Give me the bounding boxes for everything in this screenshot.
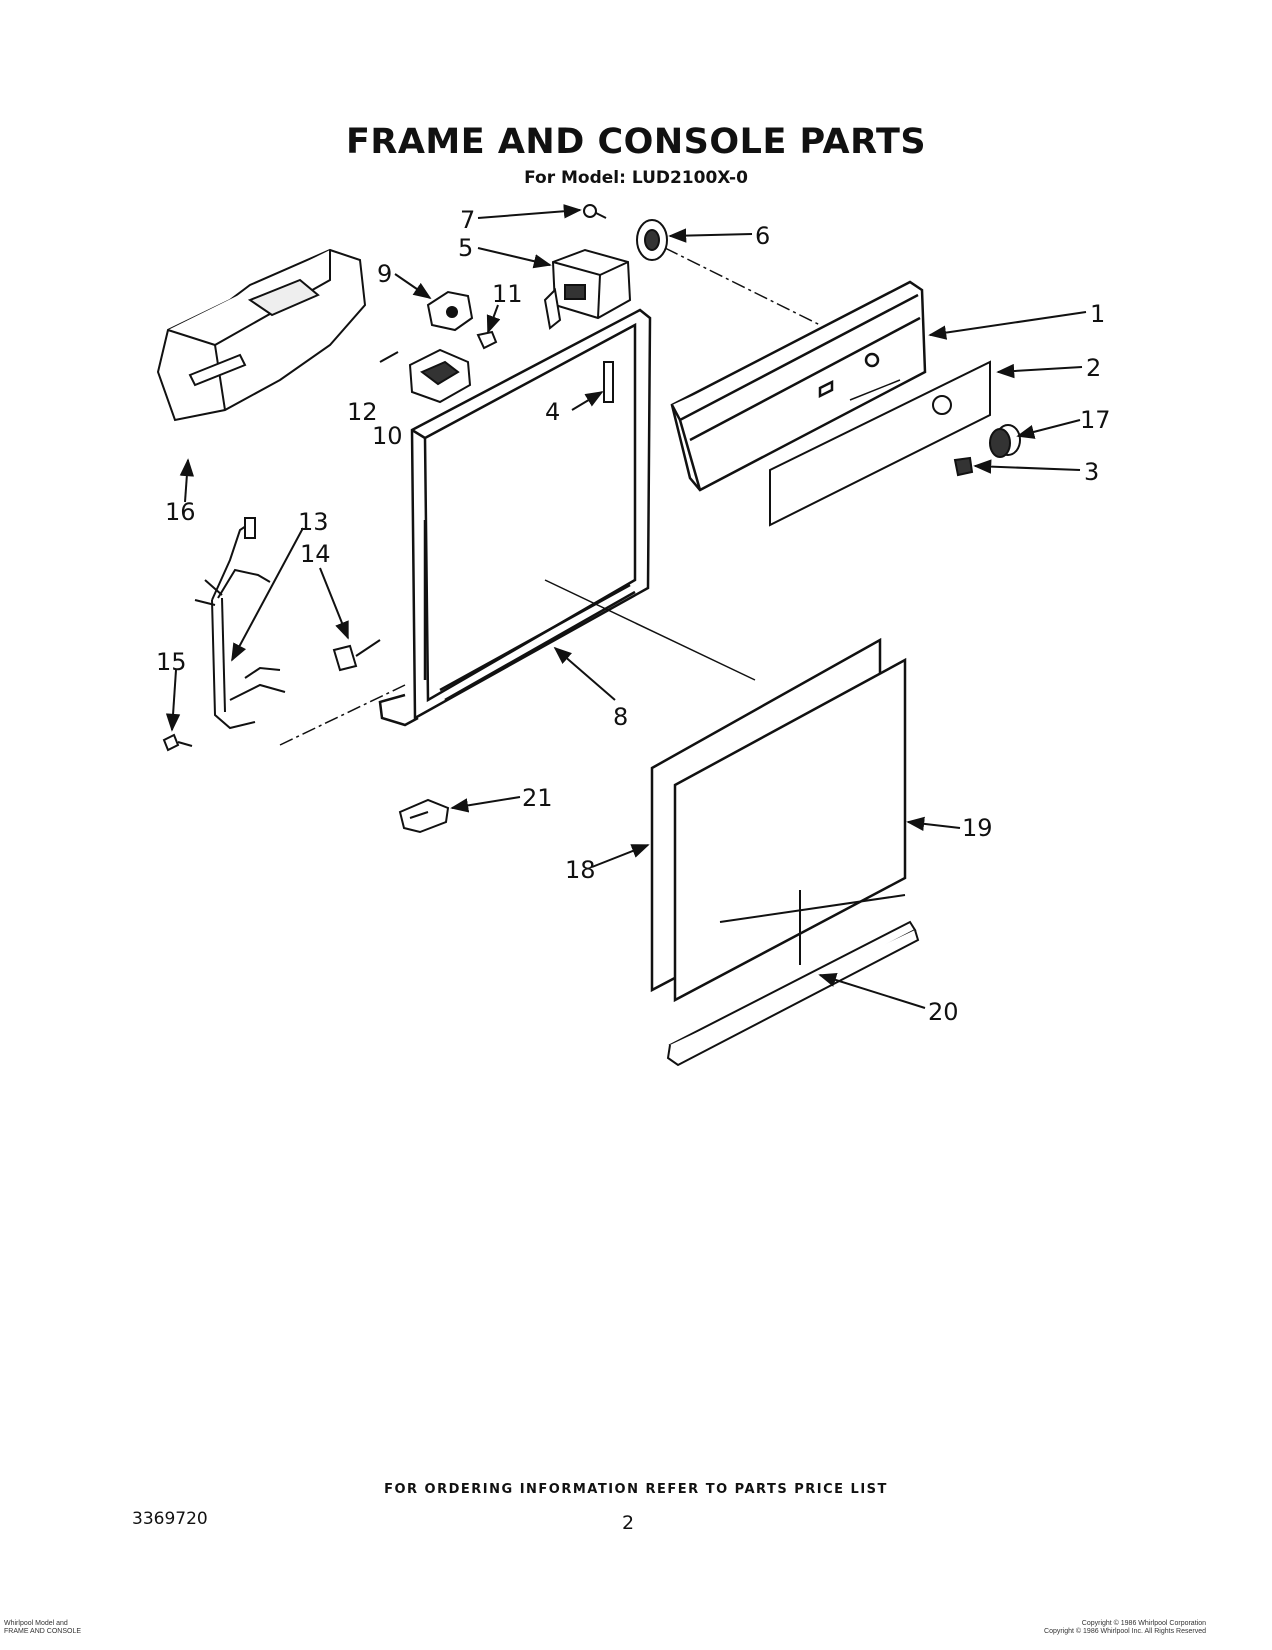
leader-lines: [544, 379, 901, 681]
callout-label-20: 20: [928, 998, 959, 1026]
callout-label-4: 4: [545, 398, 560, 426]
callout-label-15: 15: [156, 648, 187, 676]
page-title: FRAME AND CONSOLE PARTS: [345, 122, 927, 162]
part-16-cover: [156, 248, 367, 422]
callout-label-5: 5: [458, 234, 473, 262]
callout-label-17: 17: [1080, 406, 1111, 434]
callout-label-10: 10: [372, 422, 403, 450]
callout-label-2: 2: [1086, 354, 1101, 382]
part-20-trim: [666, 890, 920, 1067]
part-6-actuator: [636, 219, 668, 261]
footer-left-line-1: Whirlpool Model and: [4, 1620, 68, 1627]
part-1-console: [670, 280, 927, 492]
ordering-note: FOR ORDERING INFORMATION REFER TO PARTS …: [384, 1482, 888, 1497]
callout-label-18: 18: [565, 856, 596, 884]
footer-right-line-1: Copyright © 1986 Whirlpool Corporation: [1081, 1620, 1206, 1627]
callout-label-19: 19: [962, 814, 993, 842]
part-11-screw: [476, 330, 498, 350]
callout-label-7: 7: [460, 206, 475, 234]
part-4-clip: [603, 361, 614, 403]
part-14-connector: [332, 639, 381, 672]
callout-label-8: 8: [613, 703, 628, 731]
part-12-pin: [379, 351, 399, 363]
callout-label-3: 3: [1084, 458, 1099, 486]
part-17-knob: [989, 424, 1021, 458]
part-9-latch: [426, 290, 474, 332]
document-number: 3369720: [132, 1509, 208, 1529]
callout-label-21: 21: [522, 784, 553, 812]
callout-label-13: 13: [298, 508, 329, 536]
part-5-switch: [543, 248, 632, 330]
footer-left-line-2: FRAME AND CONSOLE: [4, 1628, 82, 1635]
footer-copyright: Copyright © 1986 Whirlpool Corporation C…: [1044, 1620, 1206, 1636]
callout-label-6: 6: [755, 222, 770, 250]
callout-label-16: 16: [165, 498, 196, 526]
part-13-wire-harness: [194, 517, 286, 730]
callout-label-1: 1: [1090, 300, 1105, 328]
page-number: 2: [622, 1512, 635, 1534]
part-8-door-frame: [378, 308, 652, 727]
footer-left-note: Whirlpool Model and FRAME AND CONSOLE: [4, 1620, 81, 1636]
model-subtitle: For Model: LUD2100X-0: [524, 168, 748, 188]
callout-label-11: 11: [492, 280, 523, 308]
part-19-door-panel: [673, 657, 907, 1003]
callout-label-14: 14: [300, 540, 331, 568]
callout-arrows: [165, 204, 1087, 1009]
part-2-overlay: [769, 360, 991, 527]
callout-label-9: 9: [377, 260, 392, 288]
part-21-hinge: [398, 798, 450, 834]
part-10-strike: [408, 348, 472, 404]
part-15-screw: [162, 733, 193, 752]
callout-label-12: 12: [347, 398, 378, 426]
footer-right-line-2: Copyright © 1986 Whirlpool Inc. All Righ…: [1044, 1628, 1206, 1635]
part-7-screw: [583, 204, 607, 219]
part-3-button: [953, 456, 974, 477]
callout-labels: 1 2 3 4 5 6 7 8 9 10 11 12 13 14 15 16 1…: [156, 206, 1111, 1026]
alignment-lines: [279, 247, 821, 746]
